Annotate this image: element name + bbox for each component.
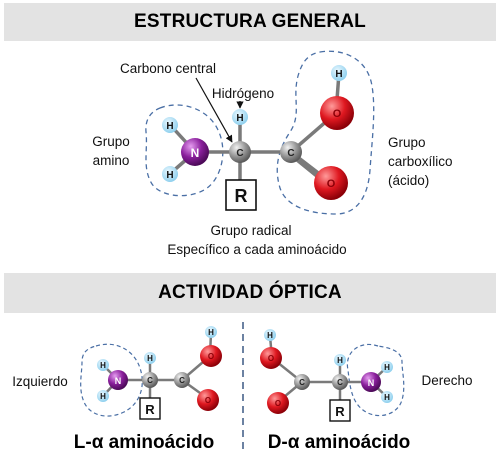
right-direction-label: Derecho	[421, 373, 472, 388]
atom-symbol: O	[327, 178, 336, 190]
atom-symbol: H	[337, 356, 343, 365]
atom-symbol: H	[166, 170, 173, 181]
d-amino-outline	[346, 343, 405, 417]
atom-symbol: H	[384, 393, 390, 402]
section-heading-general-text: ESTRUCTURA GENERAL	[134, 11, 366, 32]
central-carbon-arrow	[195, 77, 233, 143]
amino-group-outline	[145, 104, 224, 197]
d-bonds	[268, 334, 388, 404]
atom-symbol: C	[299, 378, 305, 387]
l-radical-box	[139, 397, 161, 420]
l-hydrogen-amino-top: H	[97, 359, 109, 371]
hydrogen-atom-amino-bottom: H	[162, 166, 178, 182]
general-structure: R H H H H N C C	[92, 50, 453, 257]
radical-box: R	[225, 179, 257, 211]
carboxyl-group-label-line1: Grupo	[388, 135, 426, 150]
amino-group-label-line2: amino	[93, 153, 130, 168]
radical-symbol: R	[235, 186, 248, 206]
central-carbon-atom: C	[229, 141, 251, 163]
l-hydroxyl-oxygen: O	[200, 345, 222, 367]
l-hydrogen-acid: H	[205, 326, 217, 338]
atom-symbol: C	[179, 376, 185, 385]
central-carbon-label: Carbono central	[120, 61, 216, 76]
l-hydrogen-top: H	[144, 352, 156, 364]
d-hydrogen-top: H	[334, 354, 346, 366]
atom-symbol: H	[335, 69, 342, 80]
hydrogen-label: Hidrógeno	[212, 86, 274, 101]
atom-symbol: H	[208, 328, 214, 337]
d-amino-acid-caption: D-α aminoácido	[268, 432, 411, 453]
atom-symbol: O	[333, 108, 342, 120]
l-carboxyl-carbon: C	[174, 372, 190, 388]
hydrogen-atom-top: H	[232, 109, 248, 125]
amino-group-label-line1: Grupo	[92, 134, 130, 149]
l-amino-acid-caption: L-α aminoácido	[74, 432, 214, 453]
carboxyl-group-label-line2: carboxílico	[388, 154, 453, 169]
d-hydrogen-acid: H	[264, 329, 276, 341]
radical-group-label-line2: Específico a cada aminoácido	[167, 242, 346, 257]
left-direction-label: Izquierdo	[12, 374, 68, 389]
hydrogen-atom-amino-top: H	[162, 117, 178, 133]
carbonyl-oxygen-atom: O	[314, 166, 348, 200]
hydrogen-atom-acid: H	[331, 65, 347, 81]
carboxyl-carbon-atom: C	[280, 141, 302, 163]
nitrogen-atom: N	[181, 138, 209, 166]
atom-symbol: N	[191, 146, 200, 160]
d-nitrogen: N	[361, 372, 381, 392]
atom-symbol: H	[166, 121, 173, 132]
d-carboxyl-carbon: C	[294, 374, 310, 390]
d-hydrogen-amino-bottom: H	[381, 391, 393, 403]
l-amino-acid-molecule: R H H H H N C C O O	[80, 326, 222, 420]
d-radical-box	[329, 399, 351, 422]
atom-symbol: C	[287, 148, 294, 159]
l-hydrogen-amino-bottom: H	[97, 390, 109, 402]
atom-symbol: H	[267, 331, 273, 340]
radical-group-label-line1: Grupo radical	[210, 223, 291, 238]
atom-symbol: O	[208, 352, 214, 361]
d-radical-symbol: R	[335, 404, 345, 419]
l-radical-symbol: R	[145, 402, 155, 417]
atom-symbol: O	[205, 396, 211, 405]
atom-symbol: H	[147, 354, 153, 363]
atom-symbol: H	[236, 113, 243, 124]
atom-symbol: O	[275, 399, 281, 408]
atom-symbol: N	[115, 376, 122, 386]
section-heading-general: ESTRUCTURA GENERAL	[4, 3, 496, 41]
atom-symbol: C	[236, 148, 243, 159]
atom-symbol: C	[147, 376, 153, 385]
hydroxyl-oxygen-atom: O	[320, 96, 354, 130]
section-heading-optical: ACTIVIDAD ÓPTICA	[4, 273, 496, 313]
l-central-carbon: C	[142, 372, 158, 388]
l-amino-outline	[80, 343, 143, 417]
carboxyl-group-label-line3: (ácido)	[388, 173, 429, 188]
d-hydrogen-amino-top: H	[381, 361, 393, 373]
atom-symbol: H	[384, 363, 390, 372]
carboxyl-group-outline	[276, 50, 375, 215]
d-carbonyl-oxygen: O	[267, 392, 289, 414]
l-nitrogen: N	[108, 370, 128, 390]
atom-symbol: H	[100, 361, 106, 370]
atom-symbol: N	[368, 378, 375, 388]
atom-symbol: H	[100, 392, 106, 401]
d-amino-acid-molecule: R H H H H N C C O O	[260, 329, 405, 422]
atom-symbol: O	[268, 354, 274, 363]
d-hydroxyl-oxygen: O	[260, 347, 282, 369]
l-carbonyl-oxygen: O	[197, 389, 219, 411]
atom-symbol: C	[337, 378, 343, 387]
section-heading-optical-text: ACTIVIDAD ÓPTICA	[158, 282, 342, 303]
d-central-carbon: C	[332, 374, 348, 390]
